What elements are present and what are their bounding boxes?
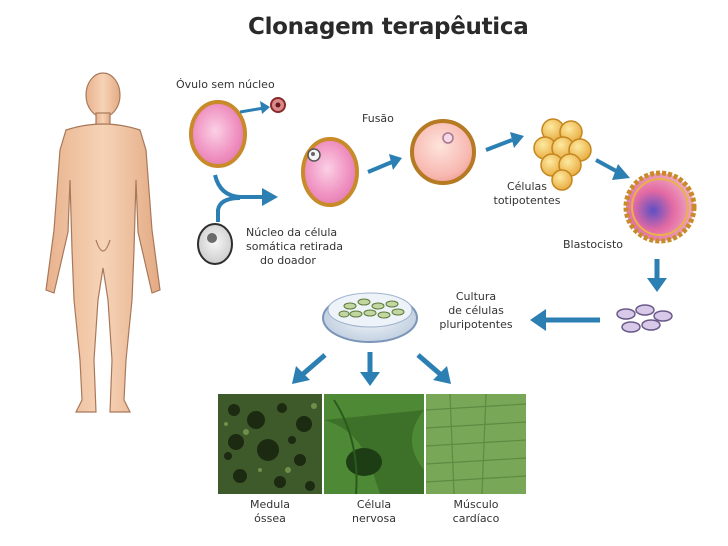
label-culture: Cultura de células pluripotentes — [436, 290, 516, 332]
label-bone-marrow-line1: Medula — [249, 498, 290, 511]
arrow-merge — [213, 174, 278, 222]
label-totipotent-cells: Células totipotentes — [492, 180, 562, 208]
label-blastocyst: Blastocisto — [563, 238, 623, 251]
fused-cell — [301, 137, 359, 207]
label-totipotent-line2: totipotentes — [493, 194, 561, 207]
label-nerve-cell-line2: nervosa — [352, 512, 396, 525]
label-cardiac-muscle-line2: cardíaco — [452, 512, 500, 525]
label-cardiac-muscle: Músculo cardíaco — [436, 498, 516, 526]
page-title: Clonagem terapêutica — [248, 14, 529, 40]
arrow-to-totipotent — [485, 132, 524, 152]
arrow-to-blastocyst — [595, 158, 630, 180]
arrow-to-muscle — [416, 353, 451, 384]
label-nerve-cell: Célula nervosa — [334, 498, 414, 526]
label-egg-without-nucleus: Óvulo sem núcleo — [176, 78, 275, 91]
label-fusion: Fusão — [362, 112, 394, 125]
pluripotent-cells — [616, 304, 673, 333]
zygote-cell — [410, 119, 476, 185]
culture-dish — [322, 292, 418, 343]
label-culture-line1: Cultura — [455, 290, 497, 303]
arrow-fusion — [367, 154, 402, 174]
arrow-down-blastocyst — [647, 259, 667, 292]
bone-marrow-tissue — [218, 394, 322, 494]
cardiac-muscle-tissue — [425, 393, 527, 495]
label-somatic-nucleus: Núcleo da célula somática retirada do do… — [246, 226, 343, 268]
label-somatic-nucleus-line1: Núcleo da célula — [246, 226, 338, 239]
arrow-to-nerve — [360, 352, 380, 386]
removed-nucleus — [270, 97, 286, 113]
label-culture-line2: de células — [448, 304, 504, 317]
arrow-nucleus-out — [239, 101, 270, 114]
arrow-to-marrow — [292, 353, 327, 384]
label-somatic-nucleus-line3: do doador — [260, 254, 316, 267]
nerve-cell-tissue — [324, 394, 424, 495]
label-bone-marrow: Medula óssea — [230, 498, 310, 526]
label-culture-line3: pluripotentes — [439, 318, 513, 331]
human-figure — [45, 72, 161, 413]
blastocyst — [623, 170, 697, 244]
label-nerve-cell-line1: Célula — [356, 498, 392, 511]
somatic-cell-nucleus — [197, 223, 233, 265]
totipotent-cells — [533, 118, 592, 191]
egg-without-nucleus — [189, 100, 247, 168]
label-somatic-nucleus-line2: somática retirada — [246, 240, 343, 253]
label-bone-marrow-line2: óssea — [254, 512, 286, 525]
arrow-to-culture — [530, 309, 600, 331]
label-totipotent-line1: Células — [506, 180, 547, 193]
label-cardiac-muscle-line1: Músculo — [453, 498, 499, 511]
